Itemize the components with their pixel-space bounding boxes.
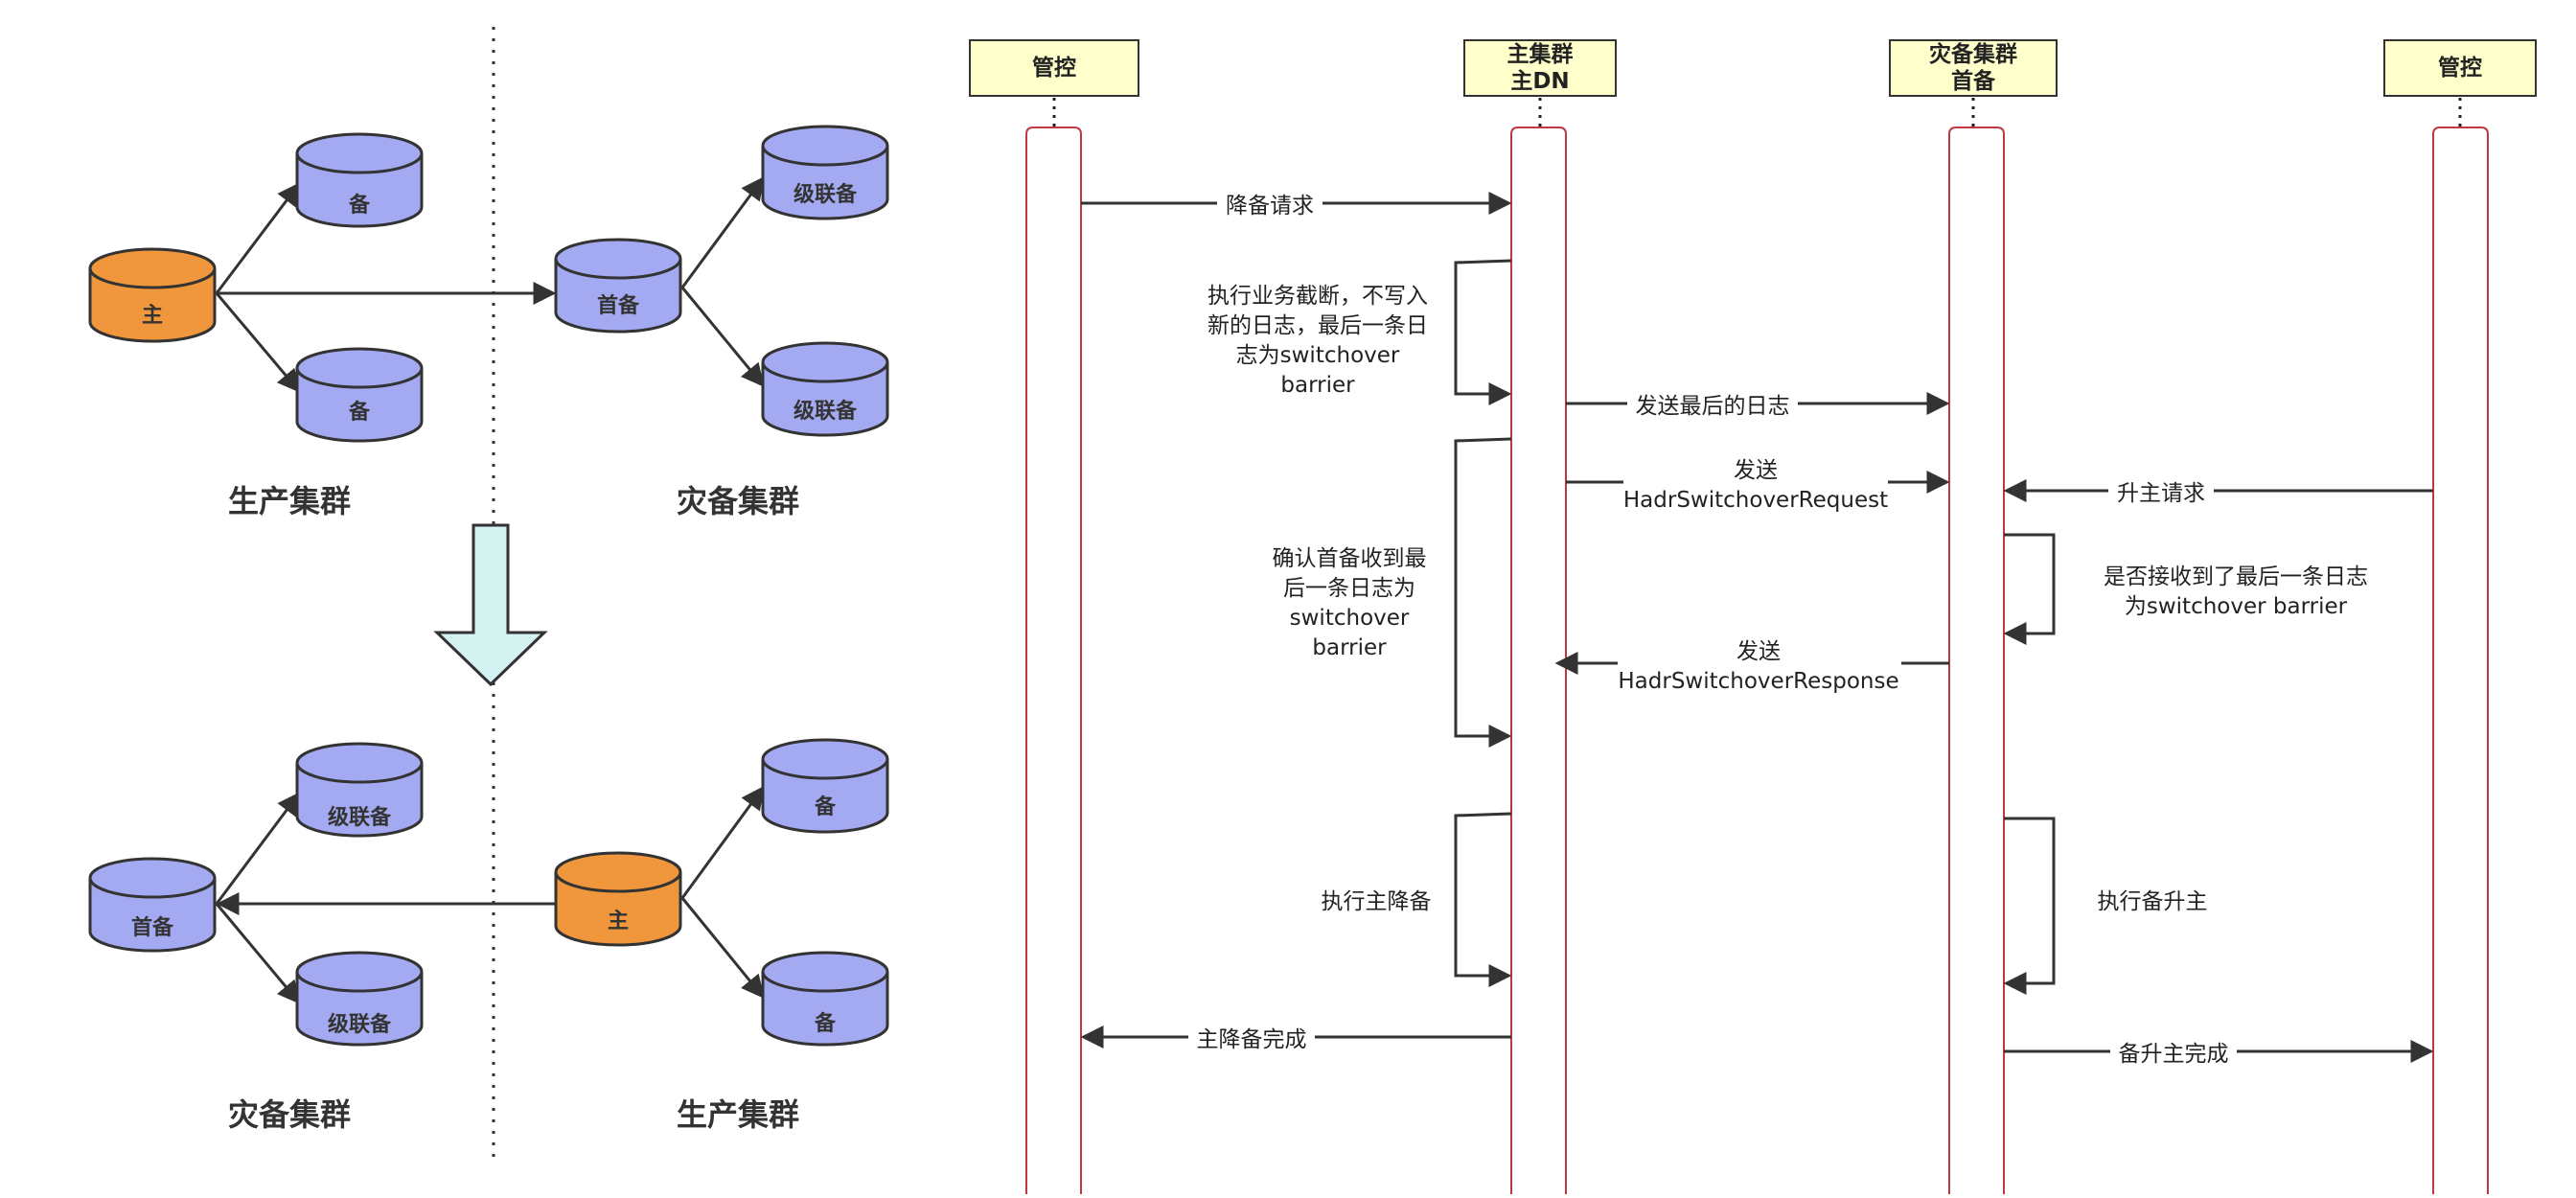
participant-control-left: 管控 [969, 39, 1139, 97]
message-labels: 降备请求 发送最后的日志 发送 HadrSwitchoverRequest 升主… [1188, 190, 2237, 1067]
participant-label: 管控 [1032, 55, 1076, 81]
db-top-primary: 主 [88, 247, 217, 343]
lifeline-dr-first-standby [1948, 127, 2005, 1194]
note-confirm-2: 后一条日志为 [1283, 576, 1415, 601]
db-label: 级联备 [328, 1012, 392, 1037]
participant-label: 主DN [1510, 69, 1569, 94]
cluster-label-top-left: 生产集群 [228, 483, 351, 519]
msg-promote-done: 备升主完成 [2119, 1042, 2229, 1067]
participant-label: 灾备集群 [1929, 41, 2017, 67]
msg-demote-request: 降备请求 [1226, 194, 1314, 219]
db-bottom-standby-2: 备 [761, 951, 889, 1047]
note-block-writes-2: 新的日志，最后一条日 [1208, 313, 1428, 338]
msg-demote-done: 主降备完成 [1197, 1027, 1307, 1052]
participant-control-right: 管控 [2383, 39, 2537, 97]
db-bottom-first-standby: 首备 [88, 857, 217, 953]
note-confirm-3: switchover [1290, 606, 1410, 631]
note-block-writes-1: 执行业务截断，不写入 [1208, 284, 1428, 309]
msg-send-request-1: 发送 [1734, 458, 1778, 483]
db-top-standby-1: 备 [295, 132, 424, 228]
lifeline-control-right [2432, 127, 2489, 1194]
note-block-writes-4: barrier [1280, 373, 1355, 398]
db-label: 备 [348, 193, 371, 218]
db-label: 级联备 [794, 399, 858, 424]
msg-promote-request: 升主请求 [2117, 481, 2205, 506]
db-label: 备 [814, 1011, 837, 1036]
msg-send-response-2: HadrSwitchoverResponse [1618, 669, 1898, 694]
db-label: 主 [608, 910, 629, 933]
participant-label: 首备 [1951, 68, 1996, 94]
participant-label: 主集群 [1507, 41, 1574, 67]
transition-arrow [433, 523, 548, 687]
db-label: 首备 [131, 915, 174, 940]
msg-send-request-2: HadrSwitchoverRequest [1623, 488, 1888, 513]
db-top-first-standby: 首备 [554, 238, 682, 334]
cluster-label-bottom-left: 灾备集群 [228, 1096, 351, 1133]
note-do-demote: 执行主降备 [1322, 889, 1432, 914]
db-label: 首备 [597, 293, 640, 318]
note-check-2: 为switchover barrier [2125, 594, 2348, 619]
self-call-notes: 执行业务截断，不写入 新的日志，最后一条日 志为switchover barri… [1208, 284, 2368, 914]
participant-primary-dn: 主集群 主DN [1463, 39, 1617, 97]
note-block-writes-3: 志为switchover [1236, 343, 1400, 368]
db-label: 级联备 [794, 182, 858, 207]
msg-send-last-log: 发送最后的日志 [1636, 394, 1790, 419]
msg-send-response-1: 发送 [1736, 639, 1781, 664]
db-bottom-standby-1: 备 [761, 738, 889, 834]
db-top-cascade-1: 级联备 [761, 125, 889, 220]
lifeline-control-left [1025, 127, 1082, 1194]
db-top-cascade-2: 级联备 [761, 341, 889, 437]
db-bottom-cascade-1: 级联备 [295, 742, 424, 838]
lifeline-connectors [1052, 98, 2462, 127]
db-bottom-primary: 主 [554, 851, 682, 947]
participant-dr-first-standby: 灾备集群 首备 [1889, 39, 2058, 97]
lifeline-primary-dn [1510, 127, 1567, 1194]
participant-label: 管控 [2438, 55, 2482, 81]
db-label: 级联备 [328, 805, 392, 830]
cluster-label-top-right: 灾备集群 [677, 483, 799, 519]
note-do-promote: 执行备升主 [2098, 889, 2208, 914]
self-call-loops [1454, 259, 2056, 995]
note-confirm-1: 确认首备收到最 [1273, 546, 1427, 571]
bottom-edges [215, 786, 765, 1004]
note-check-1: 是否接收到了最后一条日志 [2104, 564, 2368, 589]
lifelines [1025, 127, 2489, 1194]
cluster-label-bottom-right: 生产集群 [677, 1096, 799, 1133]
db-bottom-cascade-2: 级联备 [295, 951, 424, 1047]
db-label: 主 [142, 304, 163, 328]
note-confirm-4: barrier [1312, 635, 1387, 660]
db-label: 备 [348, 400, 371, 425]
top-edges [215, 176, 765, 393]
db-label: 备 [814, 795, 837, 819]
db-top-standby-2: 备 [295, 347, 424, 443]
